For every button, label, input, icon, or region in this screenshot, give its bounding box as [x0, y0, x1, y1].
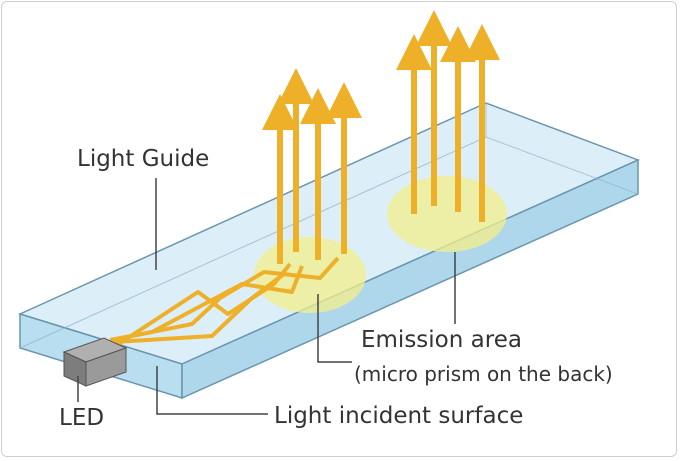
emission-arrows-right: [396, 10, 500, 222]
leader-emission-left: [317, 294, 352, 363]
light-guide-diagram: Light Guide Emission area (micro prism o…: [17, 10, 640, 431]
leader-lines: [77, 178, 456, 415]
light-paths: [109, 256, 340, 347]
label-led: LED: [59, 405, 104, 431]
label-light-guide: Light Guide: [77, 146, 209, 172]
emission-arrows-left: [262, 68, 362, 264]
led-block: [62, 337, 128, 387]
leader-incident-surface: [156, 366, 268, 415]
label-micro-prism: (micro prism on the back): [354, 362, 613, 386]
emission-glow-right: [387, 176, 507, 252]
label-emission-area: Emission area: [361, 327, 522, 353]
label-light-incident-surface: Light incident surface: [274, 403, 523, 429]
